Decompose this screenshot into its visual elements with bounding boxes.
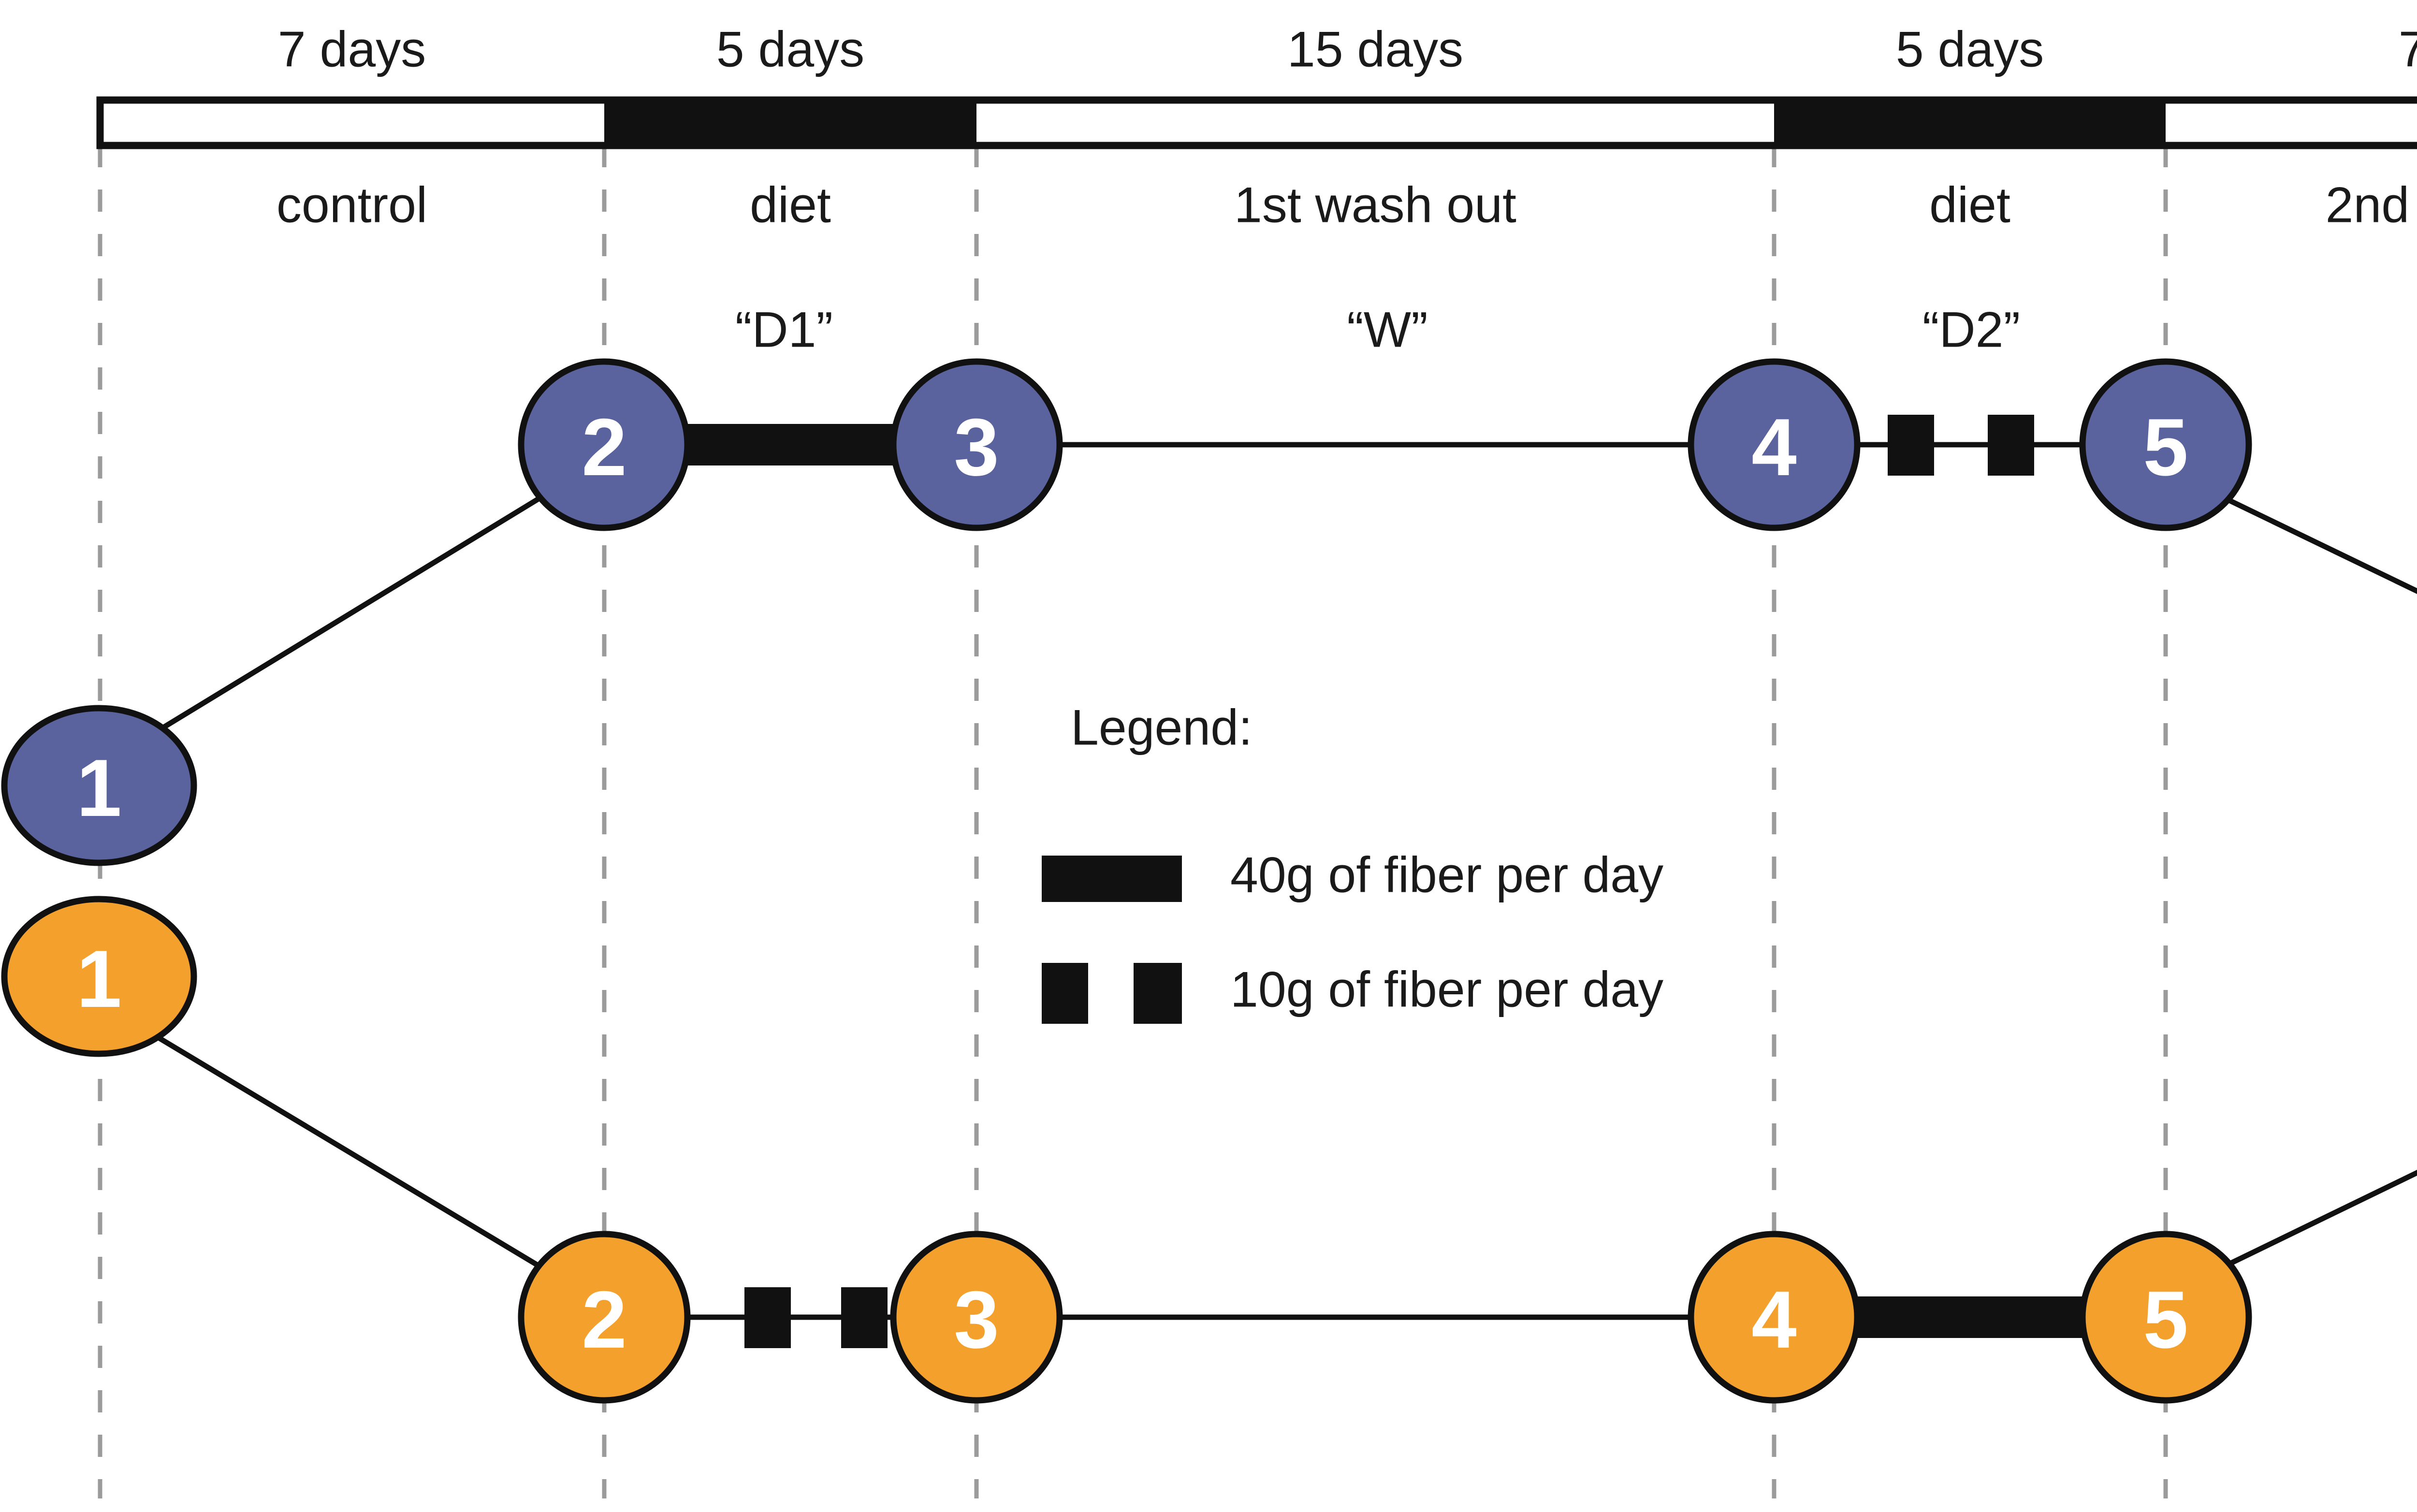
group-b-connectors (144, 1027, 2417, 1348)
node-b4[interactable]: 4 (1688, 1231, 1861, 1404)
timeline-segment-washout-2 (2166, 100, 2417, 145)
connector-b5-b6 (2208, 1170, 2417, 1276)
node-b4-shape[interactable] (1688, 1231, 1861, 1404)
phase-label-washout-1: 1st wash out (1234, 177, 1516, 233)
legend: Legend: 40g of fiber per day 10g of fibe… (1042, 699, 1663, 1024)
period-code-d1: “D1” (735, 302, 833, 358)
legend-label-10g: 10g of fiber per day (1230, 961, 1663, 1018)
connector-b2-b3-10g-square-1 (744, 1287, 791, 1348)
timeline-segment-diet-1 (604, 100, 976, 145)
phase-labels: control diet 1st wash out diet 2nd wash … (277, 177, 2417, 233)
node-b5[interactable]: 5 (2079, 1231, 2252, 1404)
node-b4-label: 4 (1751, 1274, 1796, 1365)
node-a2-label: 2 (582, 402, 626, 493)
period-code-labels: “D1” “W” “D2” (735, 302, 2020, 358)
node-a2-shape[interactable] (518, 358, 691, 531)
duration-label-washout-2: 7 days (2399, 21, 2417, 77)
timeline-segment-control (100, 100, 604, 145)
duration-label-diet-1: 5 days (716, 21, 864, 77)
node-a5-shape[interactable] (2079, 358, 2252, 531)
node-a5-label: 5 (2143, 402, 2188, 493)
timeline-bar-outline (96, 96, 2417, 149)
group-a-nodes: 1 2 3 4 5 6 (1, 358, 2252, 866)
phase-label-washout-2: 2nd wash out (2326, 177, 2417, 233)
period-code-d2: “D2” (1922, 302, 2020, 358)
duration-label-washout-1: 15 days (1287, 21, 1463, 77)
node-b3-shape[interactable] (890, 1231, 1063, 1404)
node-a3[interactable]: 3 (890, 358, 1063, 531)
period-code-w: “W” (1347, 302, 1427, 358)
legend-title: Legend: (1071, 699, 1252, 756)
node-b2[interactable]: 2 (518, 1231, 691, 1404)
node-a3-shape[interactable] (890, 358, 1063, 531)
node-b1-shape[interactable] (1, 896, 197, 1057)
connector-a5-a6 (2208, 488, 2417, 594)
group-a-connectors (146, 415, 2417, 740)
legend-label-40g: 40g of fiber per day (1230, 847, 1663, 903)
legend-swatch-10g-square-1 (1042, 963, 1088, 1024)
node-b3[interactable]: 3 (890, 1231, 1063, 1404)
node-b5-label: 5 (2143, 1274, 2188, 1365)
phase-label-diet-1: diet (750, 177, 831, 233)
node-a4-shape[interactable] (1688, 358, 1861, 531)
connector-a1-a2 (146, 486, 557, 740)
node-b2-shape[interactable] (518, 1231, 691, 1404)
node-a5[interactable]: 5 (2079, 358, 2252, 531)
connector-a4-a5-10g-square-1 (1888, 415, 1934, 476)
node-a1-label: 1 (76, 742, 121, 833)
node-b1-label: 1 (76, 933, 121, 1024)
duration-labels: 7 days 5 days 15 days 5 days 7 days (278, 21, 2417, 77)
gridlines (98, 145, 2168, 1498)
node-b2-label: 2 (582, 1274, 626, 1365)
connector-b1-b2 (144, 1027, 557, 1279)
node-a1-shape[interactable] (1, 705, 197, 866)
node-b3-label: 3 (954, 1274, 999, 1365)
node-a1[interactable]: 1 (1, 705, 197, 866)
legend-swatch-40g-solid-bar (1042, 856, 1182, 902)
legend-swatch-10g-square-2 (1134, 963, 1182, 1024)
timeline-segment-washout-1 (976, 100, 1774, 145)
group-b-nodes: 1 2 3 4 5 6 (1, 896, 2252, 1404)
node-b5-shape[interactable] (2079, 1231, 2252, 1404)
timeline-segment-diet-2 (1774, 100, 2166, 145)
connector-b2-b3-10g-square-2 (841, 1287, 888, 1348)
node-a2[interactable]: 2 (518, 358, 691, 531)
node-a3-label: 3 (954, 402, 999, 493)
timeline-bar (96, 96, 2417, 149)
duration-label-control: 7 days (278, 21, 426, 77)
phase-label-control: control (277, 177, 427, 233)
node-a4[interactable]: 4 (1688, 358, 1861, 531)
duration-label-diet-2: 5 days (1896, 21, 2044, 77)
connector-a4-a5-10g-square-2 (1988, 415, 2034, 476)
node-a4-label: 4 (1751, 402, 1796, 493)
node-b1[interactable]: 1 (1, 896, 197, 1057)
phase-label-diet-2: diet (1929, 177, 2010, 233)
